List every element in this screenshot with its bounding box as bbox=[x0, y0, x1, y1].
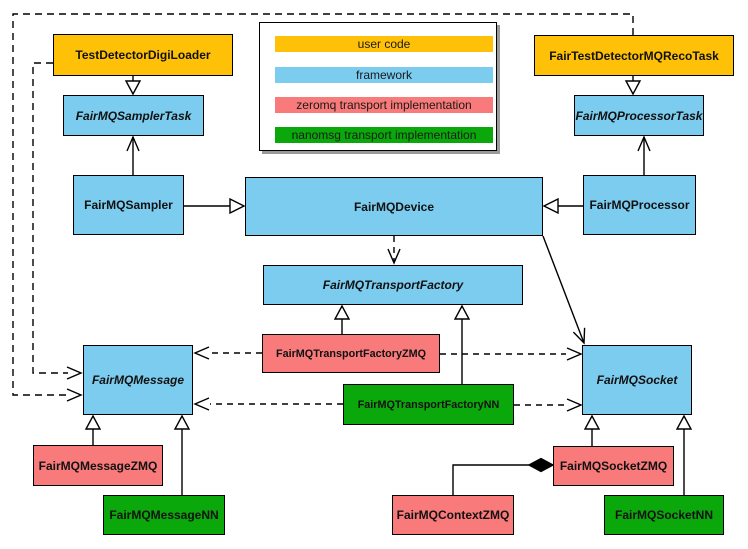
legend-label: zeromq transport implementation bbox=[296, 98, 472, 112]
class-fairmqdevice: FairMQDevice bbox=[245, 177, 543, 236]
class-label: FairMQTransportFactoryNN bbox=[357, 398, 500, 411]
open-arrowhead-icon bbox=[66, 366, 83, 380]
edge-socketzmq-to-contextzmq bbox=[452, 464, 529, 495]
open-arrowhead-icon bbox=[66, 388, 83, 402]
hollow-triangle-icon bbox=[229, 197, 246, 215]
hollow-triangle-icon bbox=[124, 80, 142, 96]
open-arrowhead-icon bbox=[637, 135, 651, 152]
class-label: FairMQProcessorTask bbox=[575, 108, 703, 123]
class-label: FairMQContextZMQ bbox=[396, 508, 510, 522]
class-label: FairMQSampler bbox=[84, 198, 173, 212]
hollow-triangle-icon bbox=[333, 304, 351, 320]
class-fairmqsocketnn: FairMQSocketNN bbox=[604, 495, 724, 535]
hollow-triangle-icon bbox=[453, 304, 471, 320]
class-fairmqtransportfactory: FairMQTransportFactory bbox=[263, 265, 523, 305]
legend: user code framework zeromq transport imp… bbox=[259, 22, 497, 151]
class-fairtestdetectormqrecotask: FairTestDetectorMQRecoTask bbox=[534, 35, 734, 76]
class-fairmqmessage: FairMQMessage bbox=[83, 345, 193, 415]
edge-recotask-to-message bbox=[12, 13, 634, 396]
hollow-triangle-icon bbox=[624, 80, 642, 96]
class-fairmqprocessortask: FairMQProcessorTask bbox=[574, 95, 704, 136]
open-arrowhead-icon bbox=[126, 135, 140, 152]
class-label: FairMQMessageZMQ bbox=[38, 458, 158, 473]
class-label: FairMQMessageNN bbox=[109, 508, 219, 522]
class-label: FairMQSocketNN bbox=[614, 508, 714, 522]
legend-label: nanomsg transport implementation bbox=[291, 128, 477, 142]
class-label: FairTestDetectorMQRecoTask bbox=[549, 48, 719, 63]
open-arrowhead-icon bbox=[193, 346, 210, 360]
class-label: FairMQMessage bbox=[91, 373, 185, 387]
legend-label: framework bbox=[355, 68, 412, 82]
filled-diamond-icon bbox=[527, 457, 555, 473]
class-label: FairMQTransportFactoryZMQ bbox=[276, 347, 426, 360]
class-label: TestDetectorDigiLoader bbox=[75, 48, 211, 62]
class-fairmqtransportfactorynn: FairMQTransportFactoryNN bbox=[343, 384, 514, 425]
edge-device-to-socket bbox=[542, 235, 585, 344]
class-label: FairMQTransportFactory bbox=[322, 278, 464, 292]
hollow-triangle-icon bbox=[583, 414, 601, 430]
legend-item-zeromq: zeromq transport implementation bbox=[275, 97, 493, 113]
legend-item-user-code: user code bbox=[275, 36, 493, 52]
edge-digiloader-to-message bbox=[32, 62, 68, 374]
class-label: FairMQProcessor bbox=[589, 198, 690, 212]
hollow-triangle-icon bbox=[542, 197, 559, 215]
class-fairmqmessagenn: FairMQMessageNN bbox=[103, 495, 225, 535]
class-label: FairMQSocket bbox=[596, 373, 678, 387]
open-arrowhead-icon bbox=[572, 327, 586, 345]
class-fairmqsocketzmq: FairMQSocketZMQ bbox=[553, 446, 674, 486]
legend-label: user code bbox=[357, 37, 411, 51]
class-fairmqsocket: FairMQSocket bbox=[582, 345, 692, 415]
class-label: FairMQDevice bbox=[353, 199, 435, 214]
class-fairmqsamplertask: FairMQSamplerTask bbox=[63, 95, 204, 136]
legend-item-framework: framework bbox=[275, 67, 493, 83]
open-arrowhead-icon bbox=[566, 398, 583, 412]
class-label: FairMQSamplerTask bbox=[75, 108, 192, 123]
class-label: FairMQSocketZMQ bbox=[559, 459, 668, 473]
hollow-triangle-icon bbox=[84, 414, 102, 430]
class-fairmqcontextzmq: FairMQContextZMQ bbox=[392, 495, 514, 535]
class-testdetectordigiloader: TestDetectorDigiLoader bbox=[53, 34, 233, 76]
open-arrowhead-icon bbox=[566, 347, 583, 361]
open-arrowhead-icon bbox=[387, 248, 401, 265]
class-fairmqprocessor: FairMQProcessor bbox=[583, 175, 696, 235]
hollow-triangle-icon bbox=[675, 414, 693, 430]
class-fairmqsampler: FairMQSampler bbox=[73, 175, 184, 235]
class-fairmqtransportfactoryzmq: FairMQTransportFactoryZMQ bbox=[262, 334, 440, 373]
class-fairmqmessagezmq: FairMQMessageZMQ bbox=[33, 445, 163, 486]
legend-item-nanomsg: nanomsg transport implementation bbox=[275, 127, 493, 143]
hollow-triangle-icon bbox=[173, 414, 191, 430]
open-arrowhead-icon bbox=[193, 397, 210, 411]
